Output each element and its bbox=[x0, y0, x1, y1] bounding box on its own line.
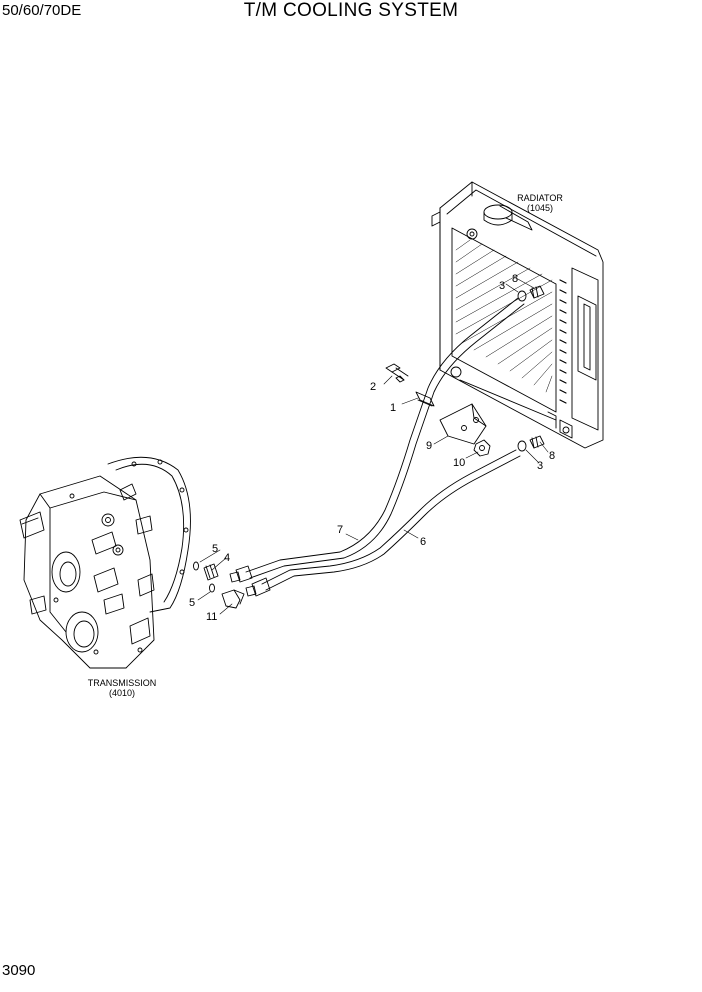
page-number: 3090 bbox=[2, 962, 36, 979]
radiator-label: RADIATOR bbox=[517, 193, 563, 203]
callout-3-upper: 3 bbox=[499, 280, 505, 292]
callout-11: 11 bbox=[206, 611, 217, 623]
callout-1: 1 bbox=[390, 402, 396, 414]
callout-6: 6 bbox=[420, 536, 426, 548]
radiator-ref: (1045) bbox=[527, 203, 553, 213]
callout-10: 10 bbox=[453, 457, 465, 469]
transmission-label: TRANSMISSION bbox=[88, 678, 157, 688]
callout-3-lower: 3 bbox=[537, 460, 543, 472]
callout-4: 4 bbox=[224, 552, 230, 564]
radiator-drawing bbox=[431, 181, 604, 449]
oring-5 bbox=[193, 561, 215, 593]
page-title: T/M COOLING SYSTEM bbox=[243, 0, 459, 21]
leader-lines bbox=[197, 277, 549, 615]
callout-2: 2 bbox=[370, 381, 376, 393]
nut-10 bbox=[473, 439, 491, 457]
callout-7: 7 bbox=[337, 524, 343, 536]
hose-7 bbox=[245, 297, 525, 579]
callout-5-lower: 5 bbox=[189, 597, 195, 609]
transmission-ref: (4010) bbox=[109, 688, 135, 698]
model-code: 50/60/70DE bbox=[2, 2, 82, 19]
transmission-drawing bbox=[19, 456, 191, 669]
callout-9: 9 bbox=[426, 440, 432, 452]
callout-8-lower: 8 bbox=[549, 450, 555, 462]
hose-end-fittings bbox=[229, 565, 271, 597]
callout-5-upper: 5 bbox=[212, 543, 218, 555]
callout-8-upper: 8 bbox=[512, 273, 518, 285]
fitting-4 bbox=[203, 563, 219, 581]
bracket-9 bbox=[439, 403, 487, 445]
elbow-11 bbox=[221, 589, 245, 609]
bolt-2 bbox=[385, 363, 409, 383]
clamp-1 bbox=[415, 391, 435, 407]
fitting-upper bbox=[517, 285, 545, 302]
fitting-lower bbox=[517, 435, 545, 452]
hose-6 bbox=[261, 449, 521, 591]
